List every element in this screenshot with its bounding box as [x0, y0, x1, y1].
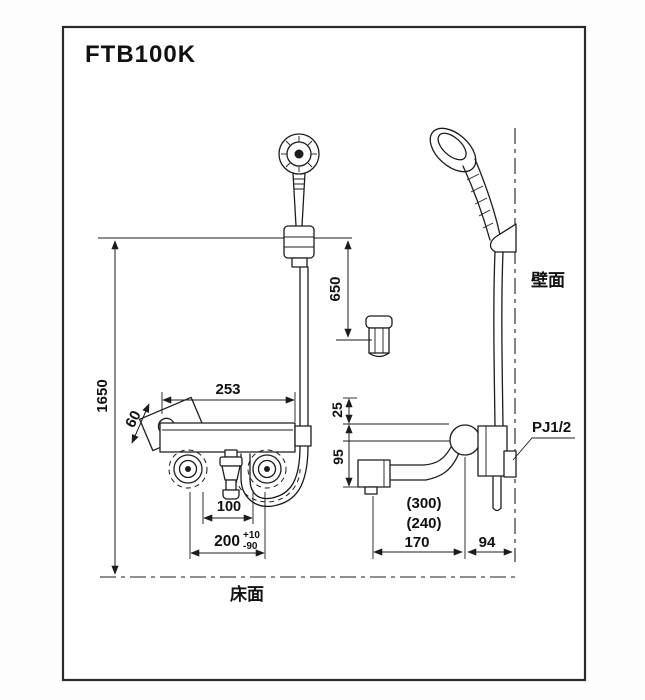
dim-60-label: 60: [122, 408, 145, 431]
wall-holder-bracket: [489, 223, 517, 253]
pipe-connection-label: PJ1/2: [532, 419, 571, 436]
hot-handle-screw: [185, 466, 191, 472]
drawing-frame: [61, 25, 587, 682]
dim-1650-label: 1650: [94, 379, 111, 412]
hook-bottom: [368, 352, 390, 358]
dim-253-label: 253: [215, 381, 240, 398]
hot-handle-mid: [178, 459, 198, 479]
shower-grip: [292, 172, 306, 227]
body-cross-section: [449, 424, 481, 456]
cold-handle-flange-dashed: [247, 449, 287, 489]
spout-side-pipe: [387, 446, 460, 481]
side-grip-ridges: [466, 173, 494, 229]
shower-hose-front-view: [240, 266, 309, 508]
dim-line-60: [131, 403, 150, 444]
shower-face-center: [294, 149, 304, 159]
spout-aerator: [357, 459, 391, 488]
dim-650-label: 650: [327, 276, 344, 301]
dim-300-label: (300): [406, 495, 441, 512]
model-number: FTB100K: [85, 41, 196, 68]
dim-100-label: 100: [217, 499, 241, 515]
shower-hook: [365, 315, 393, 358]
hose-end-below: [492, 475, 502, 512]
hook-cap: [365, 315, 393, 329]
pipe-connection-callout: PJ1/2: [512, 419, 575, 461]
dim-200-label: 200: [214, 533, 240, 550]
holder-body: [283, 225, 315, 259]
dimension-lines: 1650 650 253 60 25 95 100 200 +10 -90: [94, 240, 513, 575]
hot-handle-flange-dashed: [168, 449, 208, 489]
shower-holder-front-view: [283, 225, 315, 268]
spout-body: [221, 465, 241, 481]
hose-nut: [291, 257, 308, 268]
wall-nipple: [503, 450, 517, 478]
cold-handle: [247, 449, 287, 489]
spout-tip: [222, 489, 240, 500]
dim-170-label: 170: [404, 534, 429, 551]
floor-surface-label: 床面: [230, 584, 264, 604]
body-bar: [159, 422, 296, 453]
hanging-hose: [493, 251, 504, 427]
wall-surface-label: 壁面: [531, 270, 565, 290]
dim-94-label: 94: [479, 534, 496, 551]
shower-head-side-view: [429, 127, 517, 427]
dim-95-label: 95: [330, 449, 346, 465]
dim-240-label: (240): [406, 515, 441, 532]
shower-face-hatching: [281, 136, 317, 172]
cold-handle-mid: [257, 459, 277, 479]
hook-body: [368, 327, 390, 354]
pipe-connection-leader: [512, 437, 575, 461]
spout-front-view: [219, 449, 243, 500]
shower-grip-ridges: [293, 178, 305, 190]
shower-head-front-view: [278, 133, 320, 227]
faucet-front-view: [138, 396, 312, 500]
hose-loop-outer: [240, 429, 309, 508]
faucet-side-view: [343, 423, 517, 512]
hose-elbow-coupling: [294, 425, 312, 447]
cold-handle-screw: [264, 466, 270, 472]
hose-loop-inner: [249, 429, 301, 500]
side-shower-face: [437, 132, 467, 161]
hot-handle: [168, 449, 208, 489]
spout-collar: [219, 456, 243, 467]
side-shower-head: [429, 127, 477, 173]
dim-25-label: 25: [329, 402, 345, 418]
dim-200-tol-minus: -90: [243, 541, 258, 552]
dim-200-tol-plus: +10: [243, 530, 260, 541]
aerator-tip: [364, 486, 378, 495]
spout-neck-top: [224, 449, 238, 458]
spout-neck-bottom: [225, 479, 237, 491]
wall-mount-leg: [477, 425, 508, 477]
